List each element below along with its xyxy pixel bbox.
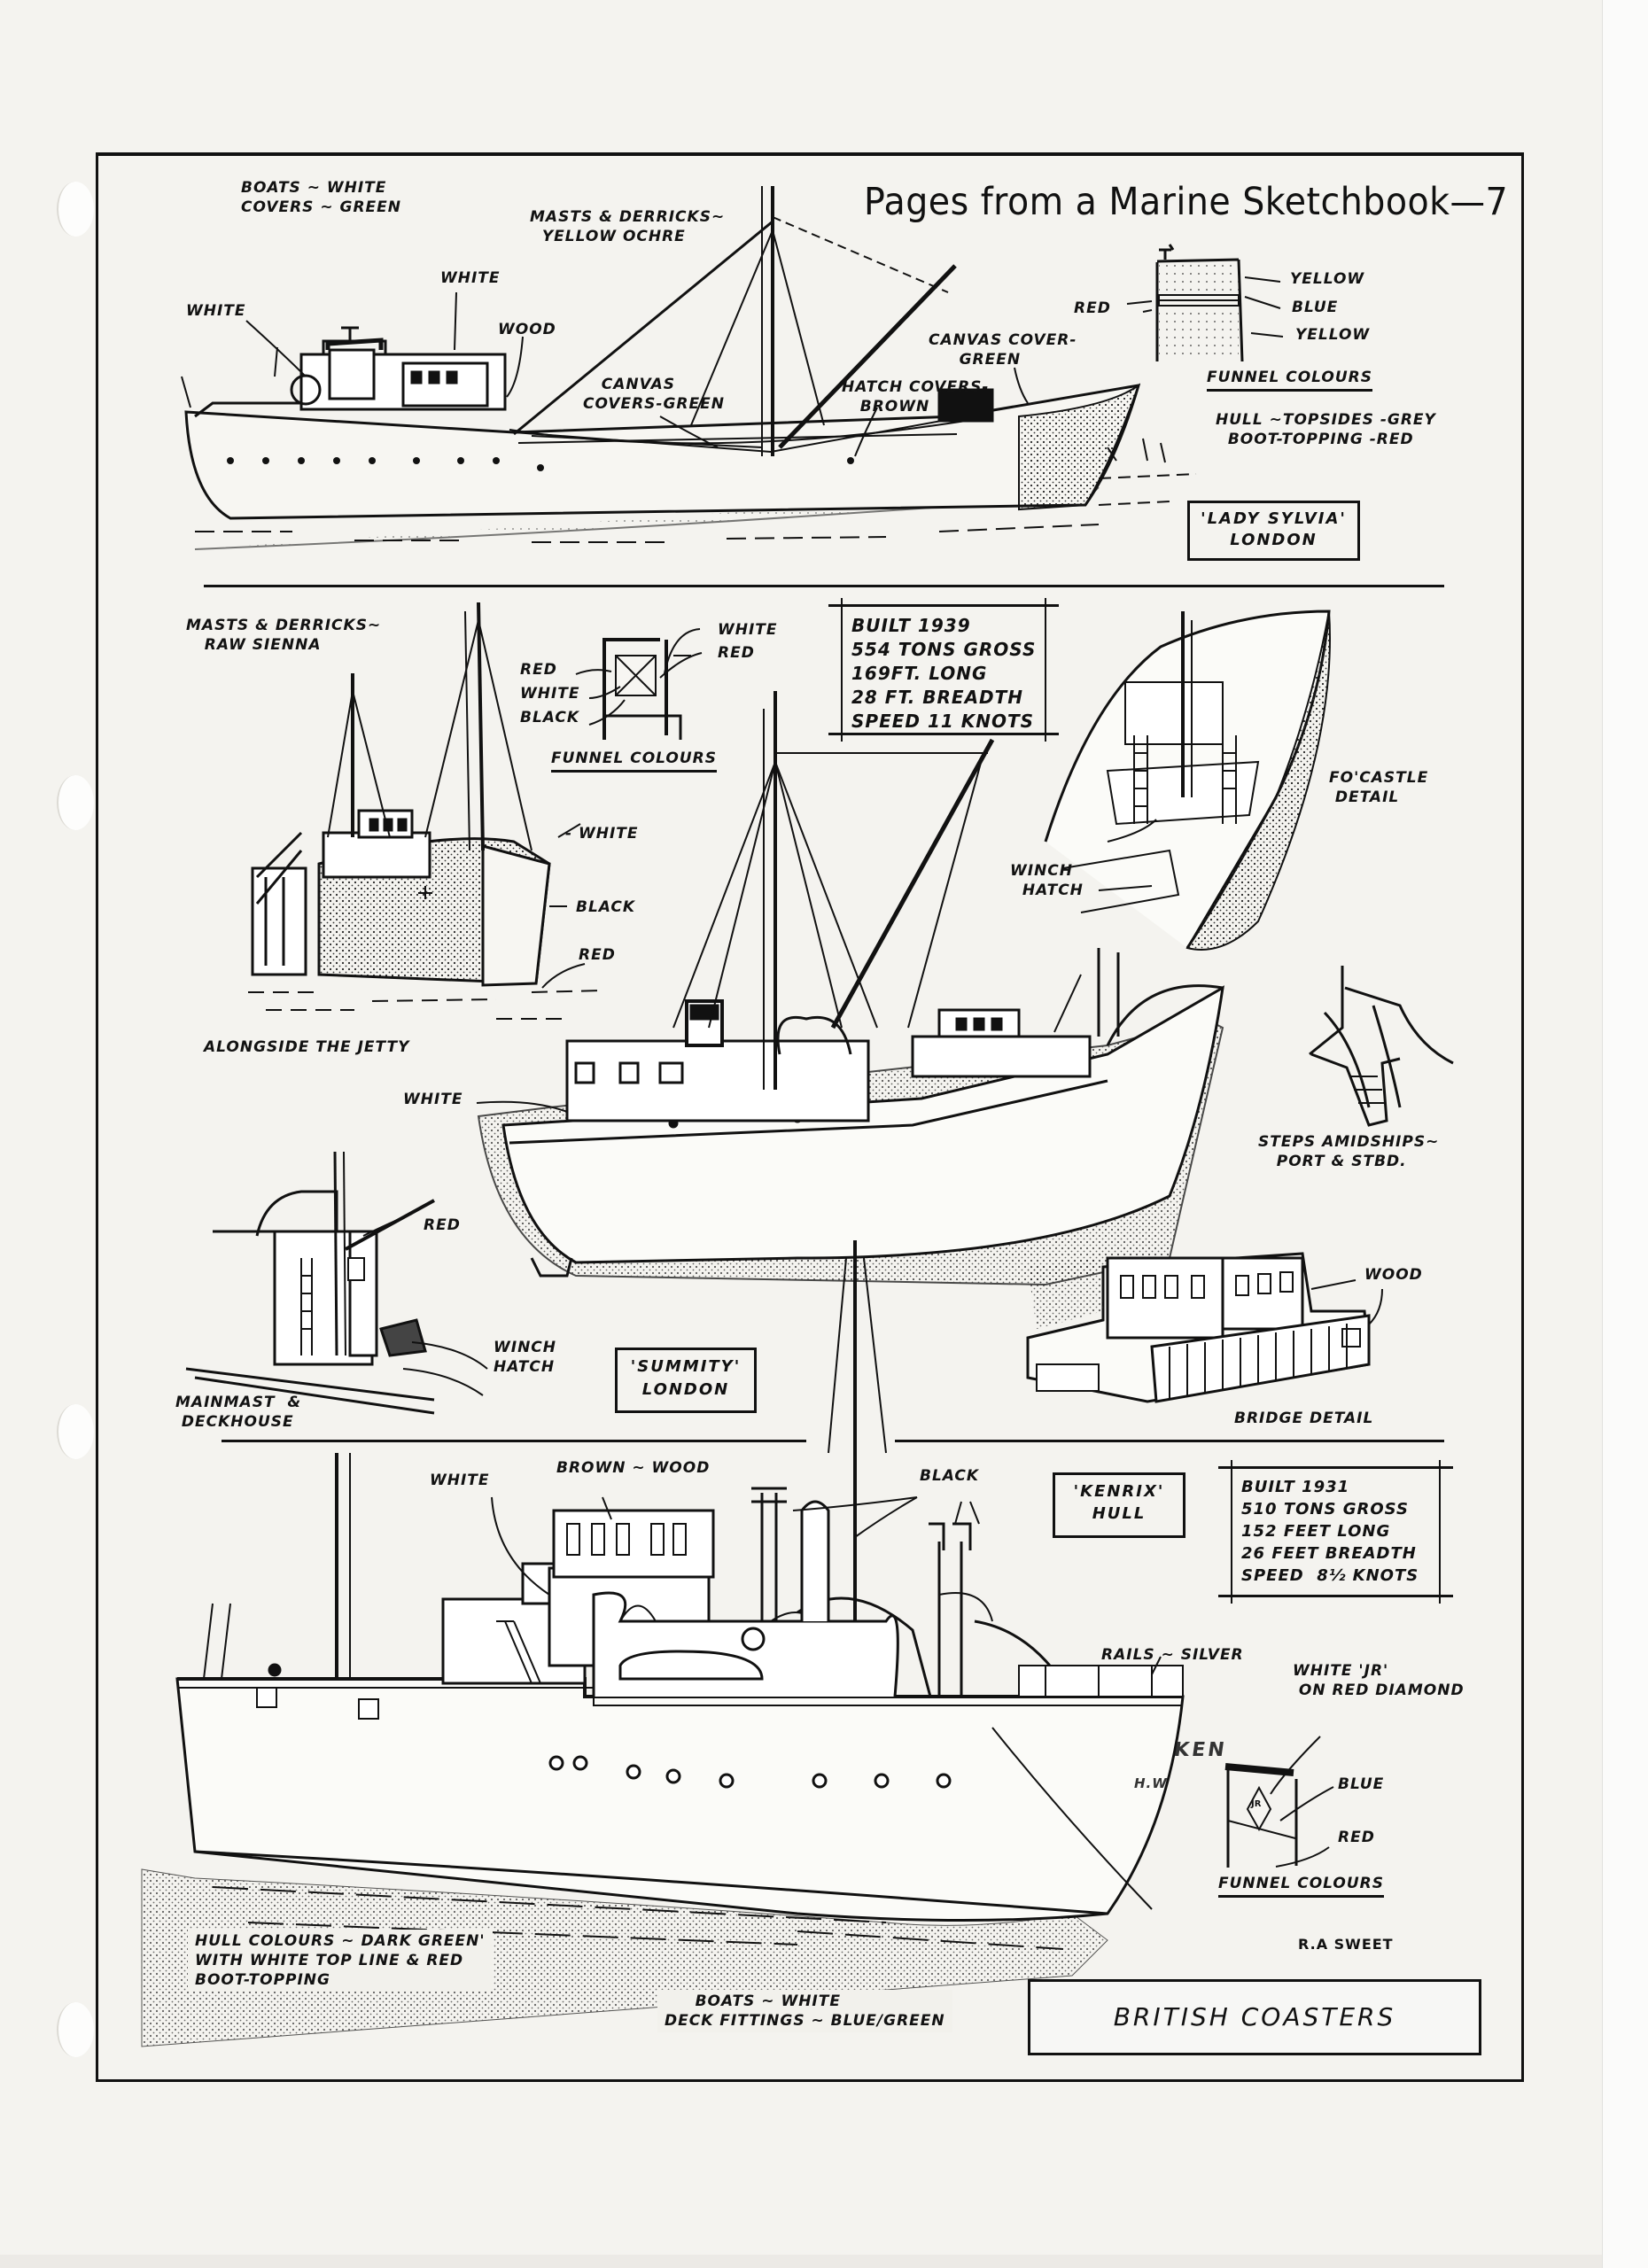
label-winch-hatch-forward: WINCH HATCH <box>1010 862 1084 899</box>
spec-built: BUILT 1939 <box>851 615 971 636</box>
funnel-colours-heading: FUNNEL COLOURS <box>1207 368 1372 392</box>
label-funnel-blue: BLUE <box>1338 1775 1385 1793</box>
label-winch-hatch-aft: WINCH HATCH <box>494 1339 557 1376</box>
label-funnel-yellow-top: YELLOW <box>1290 270 1365 288</box>
label-rails-silver: RAILS ~ SILVER <box>1101 1646 1244 1664</box>
ship-port: LONDON <box>1230 531 1318 549</box>
funnel-emblem-text: JR <box>1251 1799 1262 1809</box>
label-canvas-cover: CANVAS COVER- GREEN <box>929 331 1077 369</box>
label-kenrix-black: BLACK <box>920 1467 980 1485</box>
label-funnel-black: BLACK <box>520 709 580 726</box>
punch-hole <box>57 1404 94 1459</box>
page-title: Pages from a Marine Sketchbook—7 <box>864 180 1509 224</box>
caption-focastle-detail: FO'CASTLE DETAIL <box>1329 769 1429 806</box>
section-divider <box>222 1440 806 1442</box>
funnel-colours-heading: FUNNEL COLOURS <box>1218 1874 1384 1898</box>
label-main-white: WHITE <box>403 1091 463 1108</box>
ship-name-plate-lady-sylvia: 'LADY SYLVIA' LONDON <box>1187 501 1360 561</box>
label-funnel-red-left: RED <box>520 661 557 679</box>
ship-name: 'LADY SYLVIA' <box>1201 509 1347 528</box>
section-divider <box>895 1440 1444 1442</box>
label-funnel-white-right: WHITE <box>718 621 778 639</box>
spec-length: 152 FEET LONG <box>1241 1522 1391 1541</box>
label-hull-colours: HULL ~TOPSIDES -GREY BOOT-TOPPING -RED <box>1216 411 1436 448</box>
ship-name-plate-summity: 'SUMMITY' LONDON <box>615 1348 757 1413</box>
spec-speed: SPEED 8½ KNOTS <box>1241 1566 1419 1585</box>
label-white-boats: WHITE <box>186 302 246 320</box>
label-funnel-white-left: WHITE <box>520 685 580 703</box>
label-funnel-red-right: RED <box>718 644 755 662</box>
punch-hole <box>57 775 94 830</box>
label-kenrix-white: WHITE <box>430 1472 490 1489</box>
label-hatch-covers: HATCH COVERS- BROWN <box>842 378 990 416</box>
ship-name-plate-kenrix: 'KENRIX' HULL <box>1053 1472 1185 1538</box>
spec-tonnage: 510 TONS GROSS <box>1241 1500 1409 1518</box>
caption-mainmast-deckhouse: MAINMAST & DECKHOUSE <box>175 1394 302 1431</box>
hull-lettering-port: H.W <box>1134 1775 1168 1791</box>
label-funnel-red: RED <box>1338 1829 1375 1846</box>
spec-box-summity: BUILT 1939 554 TONS GROSS 169FT. LONG 28… <box>828 598 1059 742</box>
funnel-colours-heading: FUNNEL COLOURS <box>551 749 717 773</box>
hull-lettering-name: KEN <box>1172 1739 1229 1761</box>
label-boats-covers: BOATS ~ WHITE COVERS ~ GREEN <box>241 179 402 216</box>
spec-built: BUILT 1931 <box>1241 1478 1350 1496</box>
caption-alongside-jetty: ALONGSIDE THE JETTY <box>204 1038 410 1056</box>
label-white-jr-red-diamond: WHITE 'JR' ON RED DIAMOND <box>1293 1662 1465 1699</box>
spec-breadth: 28 FT. BREADTH <box>851 687 1024 708</box>
caption-bridge-detail: BRIDGE DETAIL <box>1234 1410 1374 1427</box>
spec-speed: SPEED 11 KNOTS <box>851 711 1035 732</box>
label-canvas-covers: CANVAS COVERS-GREEN <box>583 376 725 413</box>
spec-tonnage: 554 TONS GROSS <box>851 639 1037 660</box>
series-title-box: BRITISH COASTERS <box>1028 1979 1481 2055</box>
label-boats-deck-fittings: BOATS ~ WHITE DECK FITTINGS ~ BLUE/GREEN <box>657 1990 952 2032</box>
page-frame <box>96 152 1524 2082</box>
label-funnel-yellow-bottom: YELLOW <box>1295 326 1371 344</box>
label-jetty-black: BLACK <box>576 898 636 916</box>
label-funnel-red: RED <box>1074 299 1111 317</box>
label-brown-wood: BROWN ~ WOOD <box>556 1459 711 1477</box>
punch-hole <box>57 2002 94 2057</box>
page-bottom-edge <box>0 2255 1602 2268</box>
caption-steps-amidships: STEPS AMIDSHIPS~ PORT & STBD. <box>1258 1133 1440 1170</box>
spec-box-kenrix: BUILT 1931 510 TONS GROSS 152 FEET LONG … <box>1218 1460 1453 1604</box>
punch-hole <box>57 182 94 237</box>
label-wood: WOOD <box>498 321 556 338</box>
artist-signature: R.A SWEET <box>1298 1936 1394 1953</box>
label-bridge-wood: WOOD <box>1364 1266 1423 1284</box>
label-masts-raw-sienna: MASTS & DERRICKS~ RAW SIENNA <box>186 617 382 654</box>
label-masts-derricks: MASTS & DERRICKS~ YELLOW OCHRE <box>530 208 726 245</box>
spec-breadth: 26 FEET BREADTH <box>1241 1544 1417 1563</box>
series-title: BRITISH COASTERS <box>1113 2002 1396 2031</box>
label-jetty-white: - WHITE <box>565 825 639 843</box>
ship-port: LONDON <box>641 1380 730 1399</box>
label-funnel-blue: BLUE <box>1292 299 1339 316</box>
section-divider <box>204 585 1444 587</box>
spec-length: 169FT. LONG <box>851 663 988 684</box>
ship-port: HULL <box>1092 1504 1147 1523</box>
ship-name: 'KENRIX' <box>1073 1482 1165 1501</box>
label-mainmast-red: RED <box>424 1216 461 1234</box>
label-jetty-red: RED <box>579 946 616 964</box>
page-edge <box>1602 0 1648 2268</box>
ship-name: 'SUMMITY' <box>630 1357 742 1376</box>
label-white-wheelhouse: WHITE <box>440 269 501 287</box>
label-kenrix-hull-colours: HULL COLOURS ~ DARK GREEN' WITH WHITE TO… <box>188 1930 493 1992</box>
